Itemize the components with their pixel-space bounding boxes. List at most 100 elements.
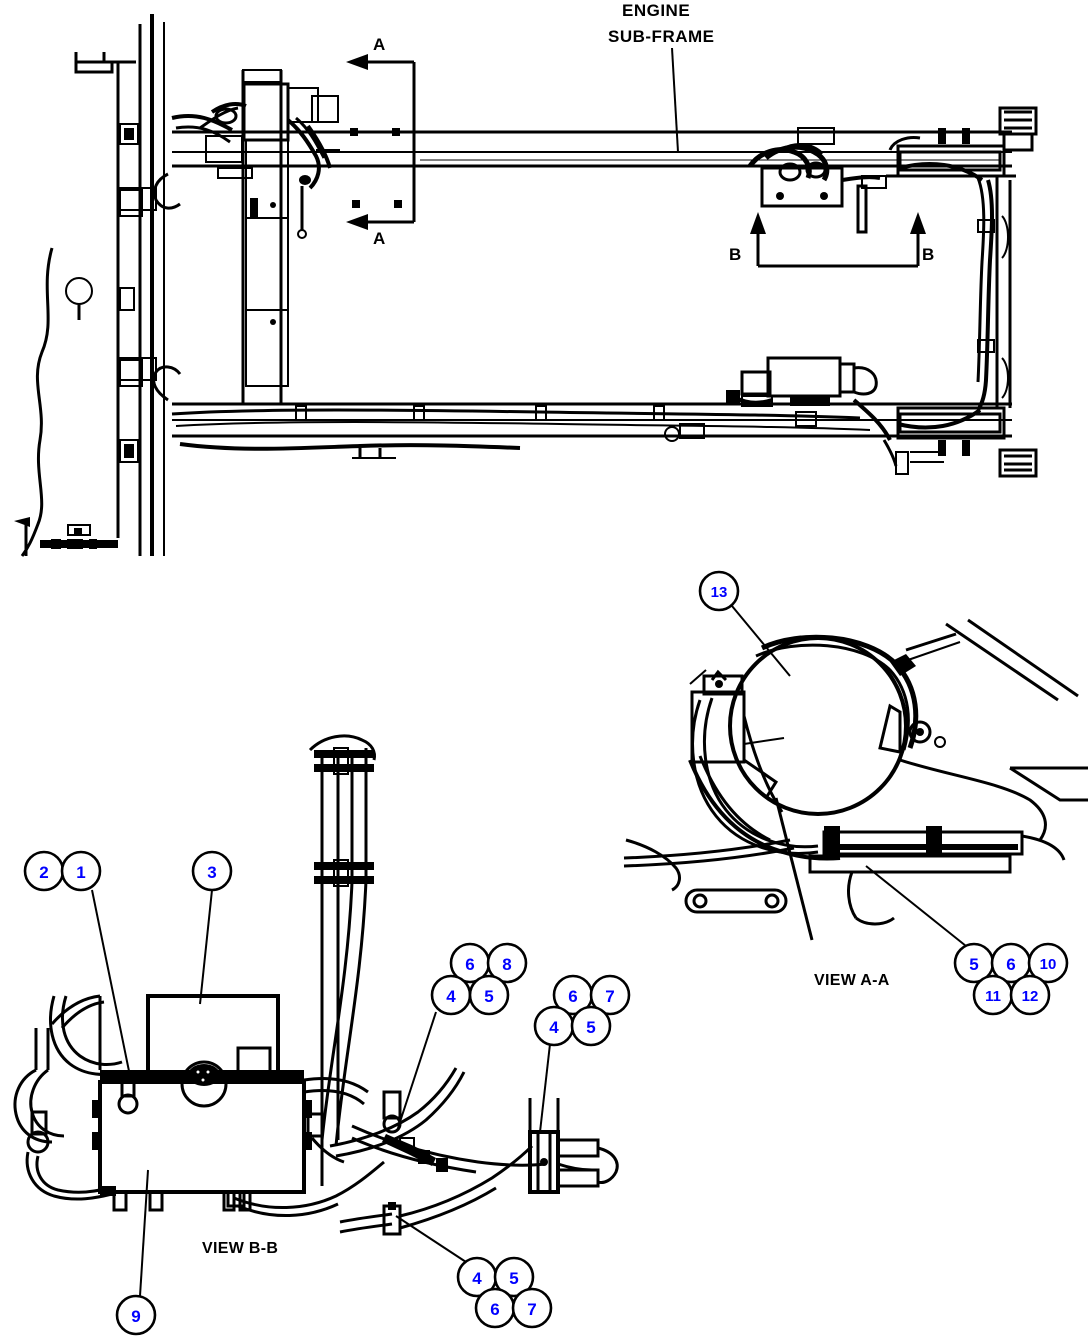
callout-bubble[interactable]: 9	[115, 1294, 157, 1336]
aa-rail-boss-2	[926, 826, 942, 854]
bb-callout9-leader	[139, 1169, 149, 1297]
aa-pivot-hole	[916, 728, 924, 736]
section-a-markers: A A	[346, 35, 416, 248]
bb-lower-line-2	[339, 1222, 393, 1234]
callout-label-ur-6: 6	[568, 987, 577, 1006]
callout-bubble[interactable]: 1	[60, 850, 102, 892]
hose-mid-1	[286, 118, 321, 190]
callout-label-3: 3	[207, 863, 216, 882]
valve-hose-3	[781, 143, 824, 156]
valve-mount-plate	[797, 127, 835, 145]
callout-circle-13[interactable]	[698, 570, 740, 612]
callout-bubble[interactable]: 13	[698, 570, 740, 612]
callout-bubble[interactable]: 12	[1009, 974, 1051, 1016]
callout-label-ur-7: 7	[605, 987, 614, 1006]
callout-bubble[interactable]: 7	[511, 1287, 553, 1329]
valve-hose-2	[764, 144, 830, 182]
lower-tab-pair	[358, 448, 382, 458]
bundle-clamp-1b	[314, 764, 374, 772]
bb-hose-bottom-end	[100, 1186, 116, 1196]
bb-lower-hose-clamp	[226, 1190, 246, 1208]
main-title-group: ENGINE SUB-FRAME	[608, 1, 714, 153]
right-tank-hose	[888, 136, 921, 151]
tl-clamp	[217, 167, 253, 179]
aa-rail-boss-1	[824, 826, 840, 854]
callout-bubble[interactable]: 8	[486, 942, 528, 984]
bb-net-hose-4	[351, 1136, 477, 1174]
bb-foot-2	[148, 1190, 164, 1212]
left-elbow-block	[119, 187, 157, 211]
callout-bubble[interactable]: 7	[589, 974, 631, 1016]
bundle-line-3b	[320, 881, 354, 1141]
callout-circle-lo-7[interactable]	[511, 1287, 553, 1329]
callout-label-lo-6: 6	[490, 1300, 499, 1319]
callout-circle-1[interactable]	[60, 850, 102, 892]
callout-circle-ur-5[interactable]	[570, 1005, 612, 1047]
callout-bubble[interactable]: 5	[493, 1256, 535, 1298]
callout-bubble[interactable]: 6	[474, 1287, 516, 1329]
callout-label-ul-5: 5	[484, 987, 493, 1006]
callout-bubble[interactable]: 11	[972, 974, 1014, 1016]
bb-hose-bottom	[25, 1151, 113, 1201]
callout-bubble[interactable]: 5	[468, 974, 510, 1016]
view-bb-group: VIEW B-B	[13, 734, 619, 1297]
bb-callout3-leader	[199, 889, 213, 1005]
callout-circle-aa-12[interactable]	[1009, 974, 1051, 1016]
aa-link-hole-2	[764, 893, 780, 909]
callout-circle-9[interactable]	[115, 1294, 157, 1336]
bb-hose-left-1	[49, 995, 121, 1076]
callout-bubble[interactable]: 10	[1027, 942, 1069, 984]
bb-foot-1	[112, 1190, 128, 1212]
aa-chassis-diag-2	[967, 618, 1079, 698]
aa-chassis-diag-1	[945, 622, 1059, 702]
lower-left-bar-d2	[67, 539, 83, 549]
bb-cluster-lower-leader	[395, 1215, 467, 1263]
section-b-left-arrowhead	[750, 212, 766, 234]
section-b-left-label: B	[729, 245, 741, 264]
callout-circle-ur-7[interactable]	[589, 974, 631, 1016]
right-cap-bot-ribs	[1004, 454, 1032, 472]
section-b-right-arrowhead	[910, 212, 926, 234]
bb-hose-right-1	[303, 1077, 369, 1094]
callout-bubble[interactable]: 3	[191, 850, 233, 892]
valve-hose-1	[747, 147, 812, 179]
callout-bubble[interactable]: 2	[23, 850, 65, 892]
right-tank-bot	[896, 406, 1006, 440]
callout-circle-lo-5[interactable]	[493, 1256, 535, 1298]
callout-bubble[interactable]: 4	[533, 1005, 575, 1047]
callout-label-aa-6: 6	[1006, 955, 1015, 974]
lower-clamp-1	[295, 405, 307, 421]
tl-connector-box	[205, 135, 243, 163]
valve-bolt-1	[776, 192, 784, 200]
bb-right-cap	[597, 1146, 619, 1184]
bb-cap-hole-3	[200, 1077, 206, 1083]
lower-left-bar-d1	[51, 539, 61, 549]
aa-strap-inner	[755, 643, 910, 751]
view-bb-label: VIEW B-B	[202, 1240, 278, 1257]
bundle-clamp-2b	[314, 876, 374, 884]
right-hose-bot-bend	[897, 408, 982, 430]
section-b-right-label: B	[922, 245, 934, 264]
callout-bubble[interactable]: 5	[570, 1005, 612, 1047]
callout-circle-3[interactable]	[191, 850, 233, 892]
engine-small-box	[311, 95, 339, 123]
pump-out-hose	[852, 398, 892, 441]
view-aa-group: VIEW A-A	[623, 605, 1088, 989]
valve-out-fitting	[861, 175, 887, 189]
callout-bubble[interactable]: 4	[430, 974, 472, 1016]
right-cap-neck	[1002, 132, 1034, 152]
lower-left-plate-fill	[74, 528, 82, 534]
callout-circle-aa-10[interactable]	[1027, 942, 1069, 984]
bb-hose-nut-2	[117, 1093, 139, 1115]
callout-label-2: 2	[39, 863, 48, 882]
left-top-plate	[74, 60, 114, 74]
callout-label-aa-11: 11	[985, 988, 1001, 1005]
view-aa-label: VIEW A-A	[814, 972, 890, 989]
cm1-cap	[242, 69, 282, 83]
callout-circle-ul-5[interactable]	[468, 974, 510, 1016]
hose-tl-3	[199, 106, 239, 130]
callout-circle-ul-8[interactable]	[486, 942, 528, 984]
right-stud-3	[938, 440, 946, 456]
